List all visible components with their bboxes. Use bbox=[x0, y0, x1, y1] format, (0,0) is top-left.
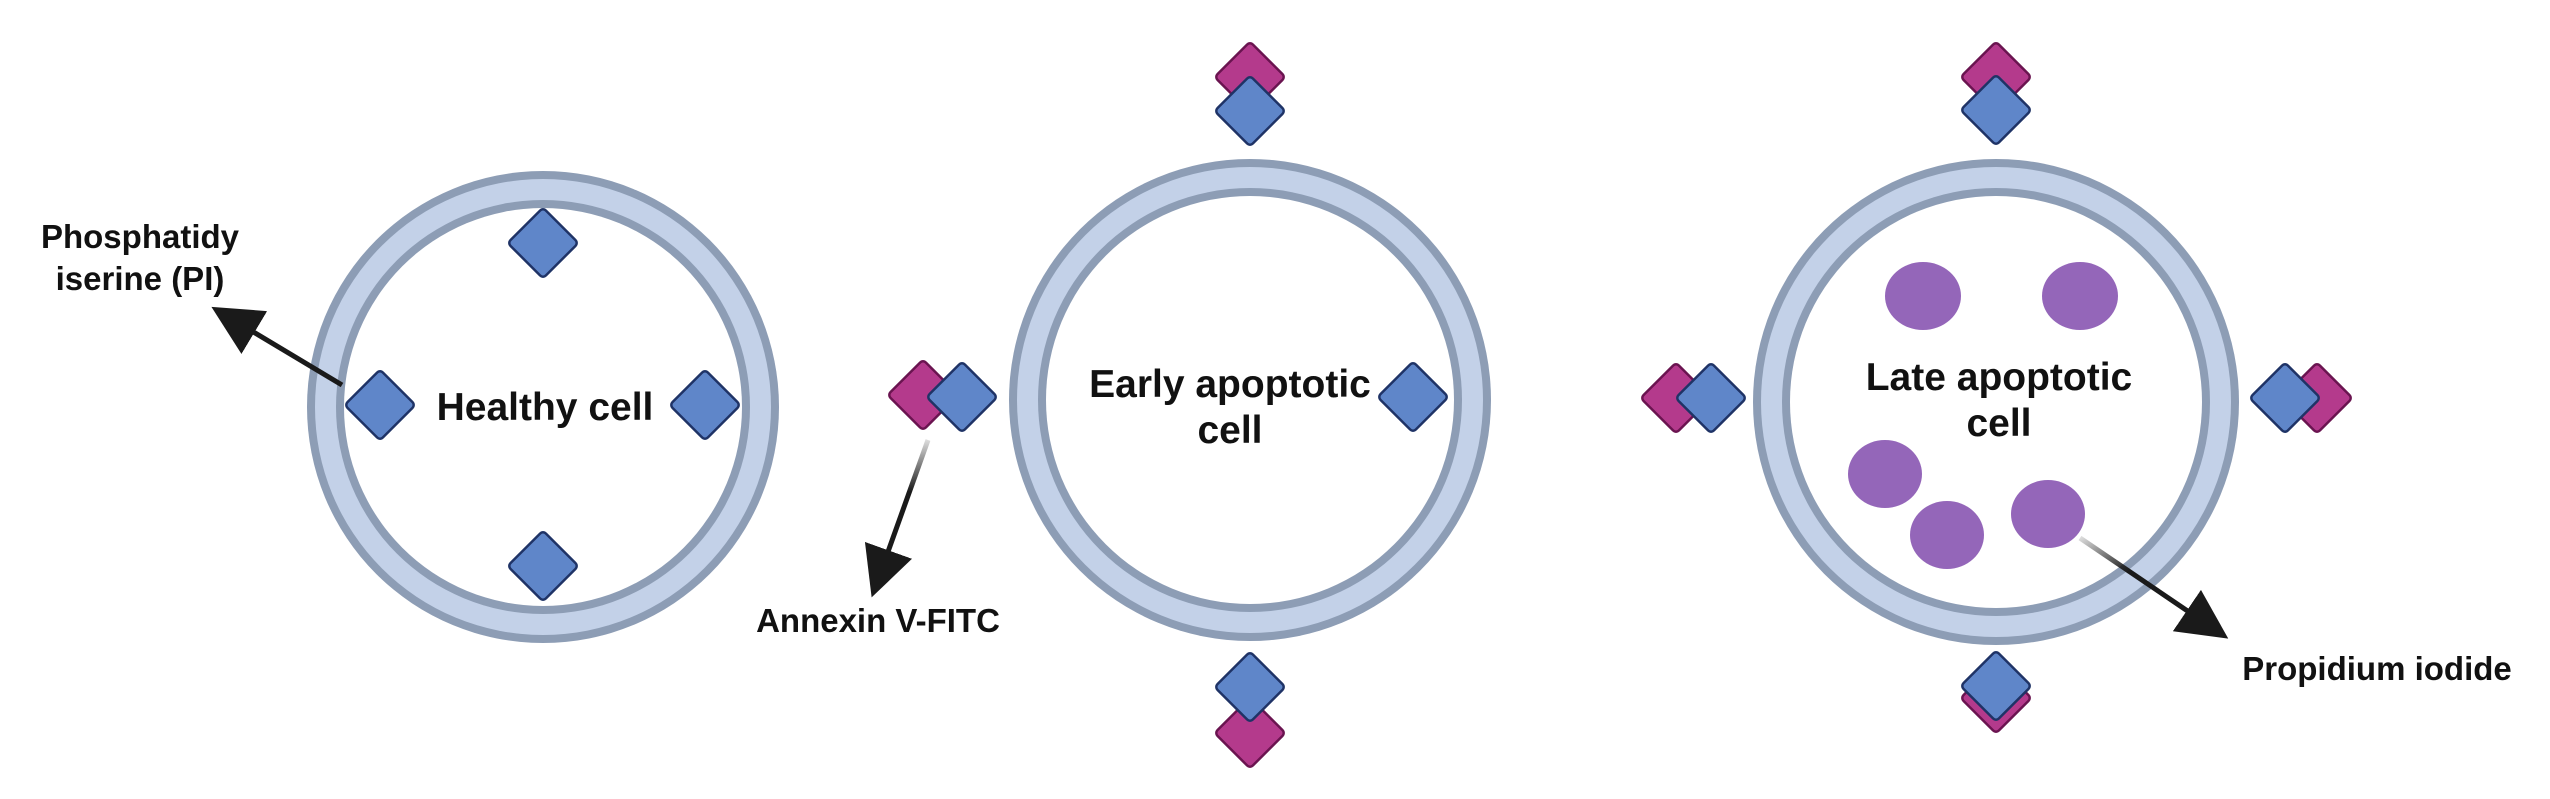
early-apoptotic-label-line1: Early apoptotic bbox=[1089, 363, 1371, 406]
phosphatidylserine-marker bbox=[1676, 363, 1746, 433]
phosphatidylserine-marker bbox=[670, 370, 740, 440]
annexin-marker bbox=[1215, 698, 1285, 768]
phosphatidylserine-marker bbox=[2250, 363, 2320, 433]
propidium-iodide-dot bbox=[2042, 262, 2118, 330]
healthy-cell: Healthy cell bbox=[307, 171, 779, 643]
cytoplasm bbox=[1046, 196, 1454, 604]
phosphatidylserine-label-line1: Phosphatidy bbox=[41, 218, 240, 255]
phosphatidylserine-marker bbox=[1378, 362, 1448, 432]
phosphatidylserine-marker bbox=[1215, 76, 1285, 146]
late-apoptotic-label-line1: Late apoptotic bbox=[1866, 356, 2133, 399]
phosphatidylserine-arrow bbox=[211, 306, 344, 388]
cytoplasm bbox=[344, 208, 742, 606]
annexin-arrow bbox=[864, 439, 931, 598]
propidium-iodide-annotation: Propidium iodide bbox=[2078, 535, 2512, 687]
propidium-iodide-dot bbox=[1885, 262, 1961, 330]
early-apoptotic-label-line2: cell bbox=[1197, 409, 1262, 452]
annexin-annotation: Annexin V-FITC bbox=[756, 439, 1000, 639]
phosphatidylserine-marker bbox=[1961, 651, 2031, 721]
propidium-iodide-dot bbox=[1910, 501, 1984, 569]
phosphatidylserine-marker bbox=[345, 370, 415, 440]
phosphatidylserine-marker bbox=[927, 362, 997, 432]
phosphatidylserine-marker bbox=[508, 208, 578, 278]
phosphatidylserine-marker bbox=[1961, 75, 2031, 145]
healthy-cell-label: Healthy cell bbox=[437, 386, 654, 429]
annexin-label: Annexin V-FITC bbox=[756, 602, 1000, 639]
propidium-iodide-dot bbox=[1848, 440, 1922, 508]
late-apoptotic-label-line2: cell bbox=[1966, 402, 2031, 445]
phosphatidylserine-annotation: Phosphatidy iserine (PI) bbox=[41, 218, 344, 388]
phosphatidylserine-marker bbox=[508, 531, 578, 601]
phosphatidylserine-label-line2: iserine (PI) bbox=[56, 260, 225, 297]
late-apoptotic-cell: Late apoptotic cell bbox=[1641, 42, 2352, 733]
propidium-iodide-dot bbox=[2011, 480, 2085, 548]
phosphatidylserine-marker bbox=[1215, 652, 1285, 722]
propidium-iodide-label: Propidium iodide bbox=[2242, 650, 2512, 687]
early-apoptotic-cell: Early apoptotic cell bbox=[888, 42, 1491, 768]
propidium-iodide-arrow bbox=[2078, 535, 2229, 639]
